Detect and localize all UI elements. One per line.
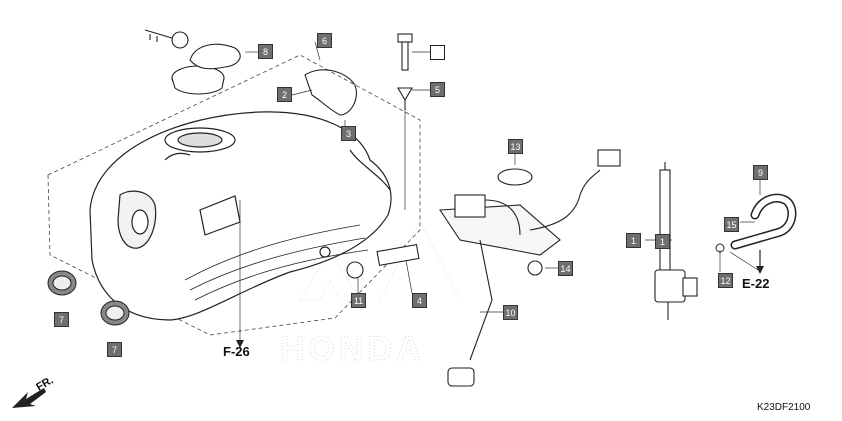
callout-10: 10 (503, 305, 518, 320)
callout-7b: 7 (107, 342, 122, 357)
callout-14: 14 (558, 261, 573, 276)
diagram-code: K23DF2100 (757, 402, 811, 413)
callout-6: 6 (317, 33, 332, 48)
callout-5: 5 (430, 82, 445, 97)
ref-e22: E-22 (742, 276, 770, 291)
svg-text:HONDA: HONDA (280, 330, 425, 368)
callout-3: 3 (341, 126, 356, 141)
callout-11: 11 (351, 293, 366, 308)
ref-f26: F-26 (223, 344, 250, 359)
callout-1b: 1 (655, 234, 670, 249)
nut (527, 260, 543, 276)
gear-right (100, 300, 130, 326)
callout-13: 13 (508, 139, 523, 154)
fuel-sender (439, 149, 621, 387)
callout-1a: 1 (626, 233, 641, 248)
callout-blank (430, 45, 445, 60)
callout-15: 15 (724, 217, 739, 232)
bolt (397, 33, 413, 110)
callout-9: 9 (753, 165, 768, 180)
fuel-cap (144, 29, 241, 95)
damper (346, 243, 420, 279)
callout-12: 12 (718, 273, 733, 288)
callout-7a: 7 (54, 312, 69, 327)
fuel-valve (654, 162, 698, 320)
front-arrow-icon (12, 388, 46, 408)
fuel-tank (89, 111, 392, 321)
watermark-logo: HONDA (280, 218, 461, 369)
callout-8: 8 (258, 44, 273, 59)
cap-seal (304, 69, 357, 116)
callout-2: 2 (277, 87, 292, 102)
tank-group-outline (47, 54, 421, 336)
gear-left (47, 270, 77, 296)
callout-4: 4 (412, 293, 427, 308)
